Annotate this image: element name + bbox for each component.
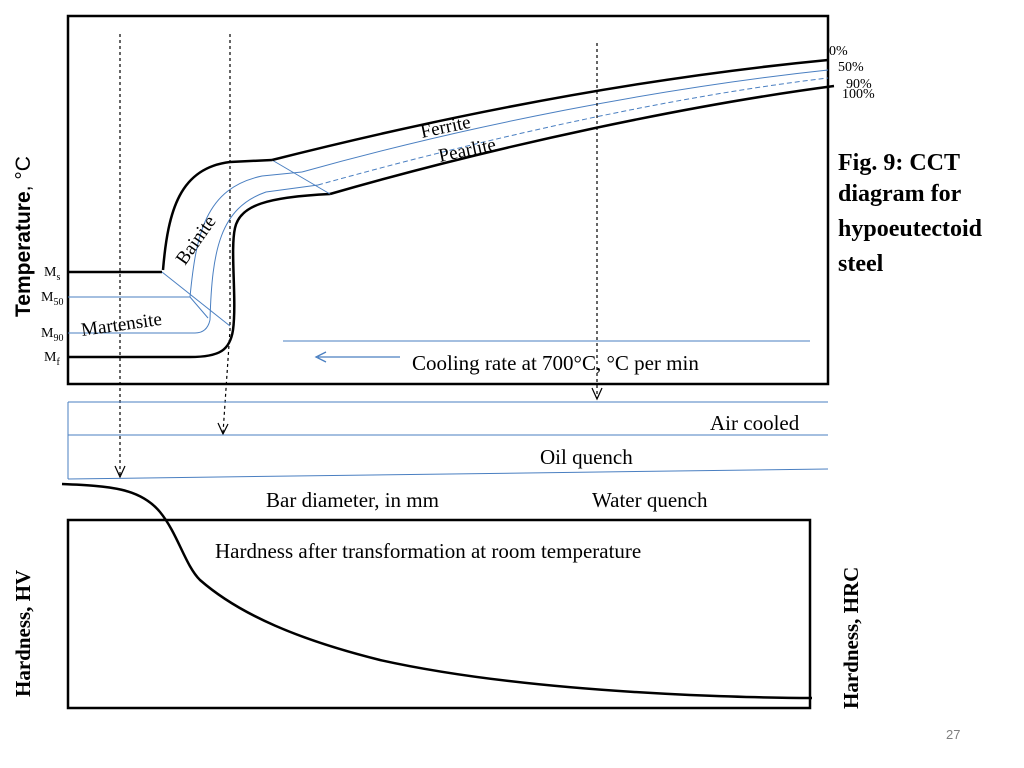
hardness-frame <box>66 518 812 710</box>
hardness-hv-label: Hardness, HV <box>11 570 35 697</box>
caption-line-1: Fig. 9: CCT <box>838 150 960 176</box>
cct-diagram: Ferrite Pearlite Bainite Martensite 0% 5… <box>12 14 875 386</box>
cooling-rate-arrow-head <box>314 351 327 363</box>
water-quench-label: Water quench <box>592 488 708 512</box>
pearlite-90-curve <box>317 77 829 186</box>
bainite-50-curve <box>189 171 303 298</box>
air-cooled-label: Air cooled <box>710 411 800 435</box>
bainite-divider <box>161 271 231 327</box>
ferrite-label: Ferrite <box>419 112 473 143</box>
bainite-upper-divider <box>271 159 331 195</box>
cct-frame <box>66 14 830 386</box>
mf-level-label: Mf <box>44 350 60 368</box>
percent-label-100: 100% <box>842 87 875 102</box>
oil-quench-label: Oil quench <box>540 445 633 469</box>
temperature-axis-label: Temperature, °C <box>12 156 35 317</box>
ferrite-start-curve <box>271 58 829 162</box>
figure-caption: Fig. 9: CCT diagram for hypoeutectoid st… <box>838 150 983 277</box>
hardness-plot: Hardness after transformation at room te… <box>11 482 863 710</box>
cooling-rate-label: Cooling rate at 700°C, °C per min <box>412 351 699 375</box>
m90-line <box>68 319 211 334</box>
pearlite-50-curve <box>301 69 829 173</box>
caption-line-3: hypoeutectoid <box>838 216 983 242</box>
caption-line-4: steel <box>838 251 884 277</box>
m50-level-label: M50 <box>41 290 63 308</box>
martensite-label: Martensite <box>80 309 163 341</box>
caption-line-2: diagram for <box>838 181 962 207</box>
bar-diameter-section: Air cooled Oil quench Bar diameter, in m… <box>67 401 829 512</box>
page-number: 27 <box>946 727 960 742</box>
cooling-path-2 <box>222 34 231 434</box>
percent-label-0: 0% <box>829 44 848 59</box>
pearlite-label: Pearlite <box>437 134 498 167</box>
m90-level-label: M90 <box>41 326 63 344</box>
cooling-path-3-head <box>591 387 603 401</box>
hardness-curve <box>61 482 813 700</box>
ms-level-label: Ms <box>44 265 60 283</box>
bainite-finish-curve <box>189 192 331 359</box>
hardness-title: Hardness after transformation at room te… <box>215 539 641 563</box>
percent-label-50: 50% <box>838 60 864 75</box>
hardness-hrc-label: Hardness, HRC <box>839 567 863 709</box>
bar-line-bottom <box>67 468 829 480</box>
percent-label-90: 90% <box>846 77 872 92</box>
bainite-label: Bainite <box>172 212 221 269</box>
cooling-path-1-head <box>114 465 126 479</box>
bainite-start-curve <box>161 158 273 271</box>
pearlite-finish-curve <box>329 84 835 196</box>
bar-diameter-label: Bar diameter, in mm <box>266 488 439 512</box>
bainite-90-curve <box>209 184 319 321</box>
cooling-path-2-head <box>217 422 229 436</box>
